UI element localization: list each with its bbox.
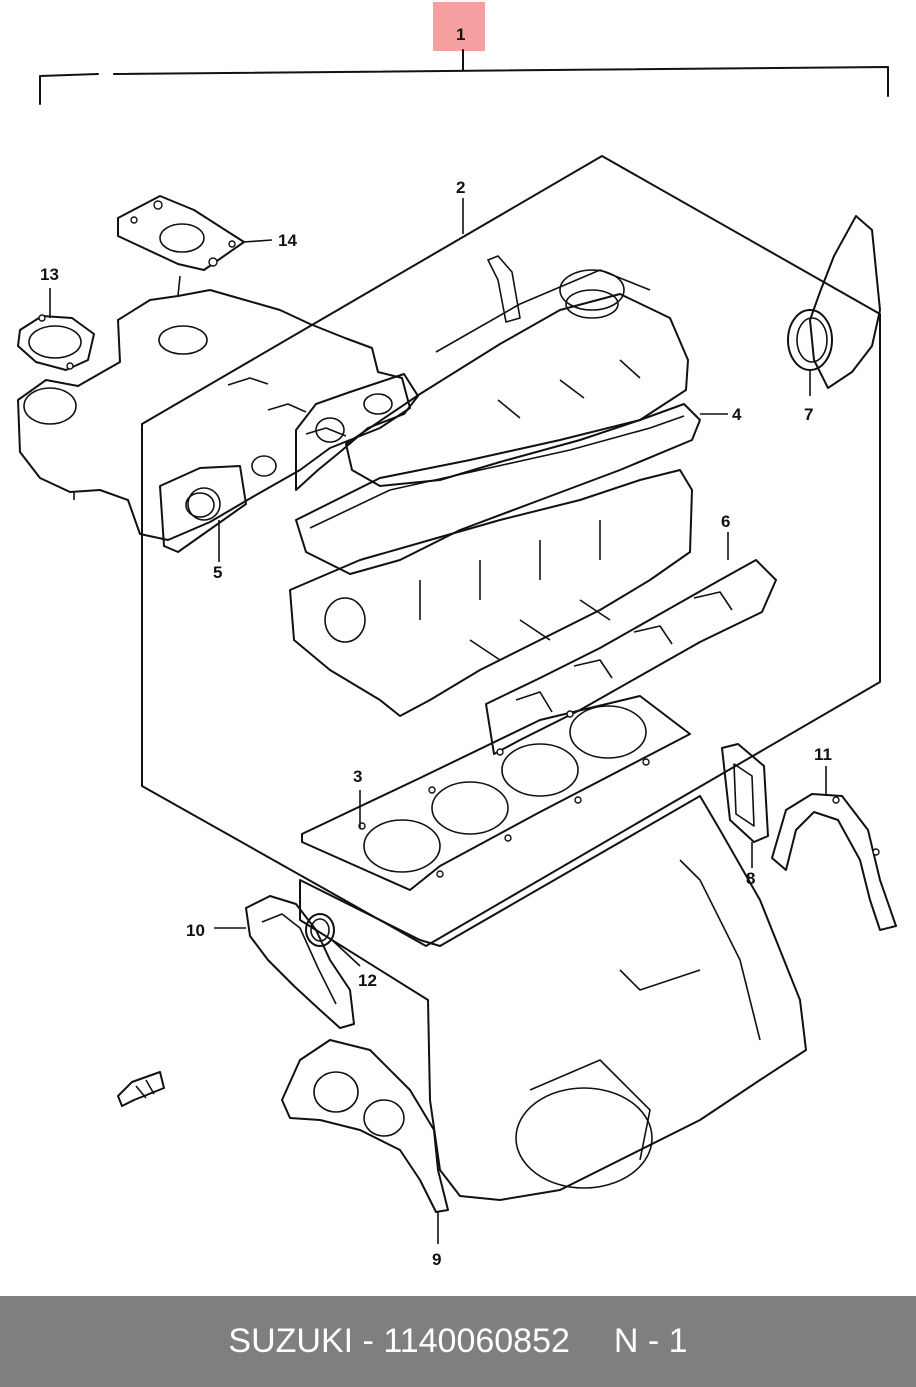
cylinder-head bbox=[289, 469, 693, 717]
footer-separator: - bbox=[362, 1322, 374, 1360]
o-ring-7 bbox=[787, 309, 833, 396]
callout-labels: 1 2 3 4 5 6 7 8 9 10 11 12 13 14 bbox=[40, 25, 832, 1269]
head-set-boundary bbox=[141, 155, 881, 947]
kit-bracket bbox=[39, 49, 889, 105]
callout-4: 4 bbox=[732, 405, 742, 424]
callout-12: 12 bbox=[358, 971, 377, 990]
valve-cover bbox=[345, 255, 689, 487]
callout-3: 3 bbox=[353, 767, 362, 786]
gasket-3-head bbox=[301, 695, 691, 891]
gasket-5 bbox=[159, 373, 419, 562]
gasket-6 bbox=[485, 532, 777, 755]
callout-9: 9 bbox=[432, 1250, 441, 1269]
gasket-11 bbox=[771, 766, 897, 931]
callout-6: 6 bbox=[721, 512, 730, 531]
brand-name: SUZUKI bbox=[228, 1322, 354, 1360]
callout-1: 1 bbox=[456, 25, 465, 44]
gasket-13 bbox=[17, 288, 95, 371]
gasket-4 bbox=[295, 403, 728, 575]
o-ring-12 bbox=[305, 913, 361, 967]
callout-2: 2 bbox=[456, 178, 465, 197]
gasket-10 bbox=[214, 895, 355, 1029]
callout-1-highlight bbox=[433, 2, 485, 51]
gasket-14 bbox=[117, 195, 273, 271]
callout-8: 8 bbox=[746, 869, 755, 888]
callout-10: 10 bbox=[186, 921, 205, 940]
exploded-gasket-diagram: 1 2 3 4 5 6 7 8 9 10 11 12 13 14 bbox=[17, 2, 897, 1269]
part-number: 1140060852 bbox=[383, 1322, 570, 1360]
intake-manifold bbox=[17, 275, 411, 541]
callout-13: 13 bbox=[40, 265, 59, 284]
front-arrow-icon bbox=[117, 1071, 165, 1107]
callout-5: 5 bbox=[213, 563, 222, 582]
gasket-8 bbox=[721, 743, 769, 868]
gasket-9 bbox=[281, 1039, 449, 1244]
position-note: N - 1 bbox=[613, 1322, 688, 1360]
callout-7: 7 bbox=[804, 405, 813, 424]
part-footer: SUZUKI - 1140060852 N - 1 bbox=[0, 1296, 916, 1387]
engine-block bbox=[299, 795, 807, 1201]
callout-14: 14 bbox=[278, 231, 297, 250]
callout-11: 11 bbox=[814, 745, 832, 764]
thermostat-housing bbox=[809, 215, 881, 389]
